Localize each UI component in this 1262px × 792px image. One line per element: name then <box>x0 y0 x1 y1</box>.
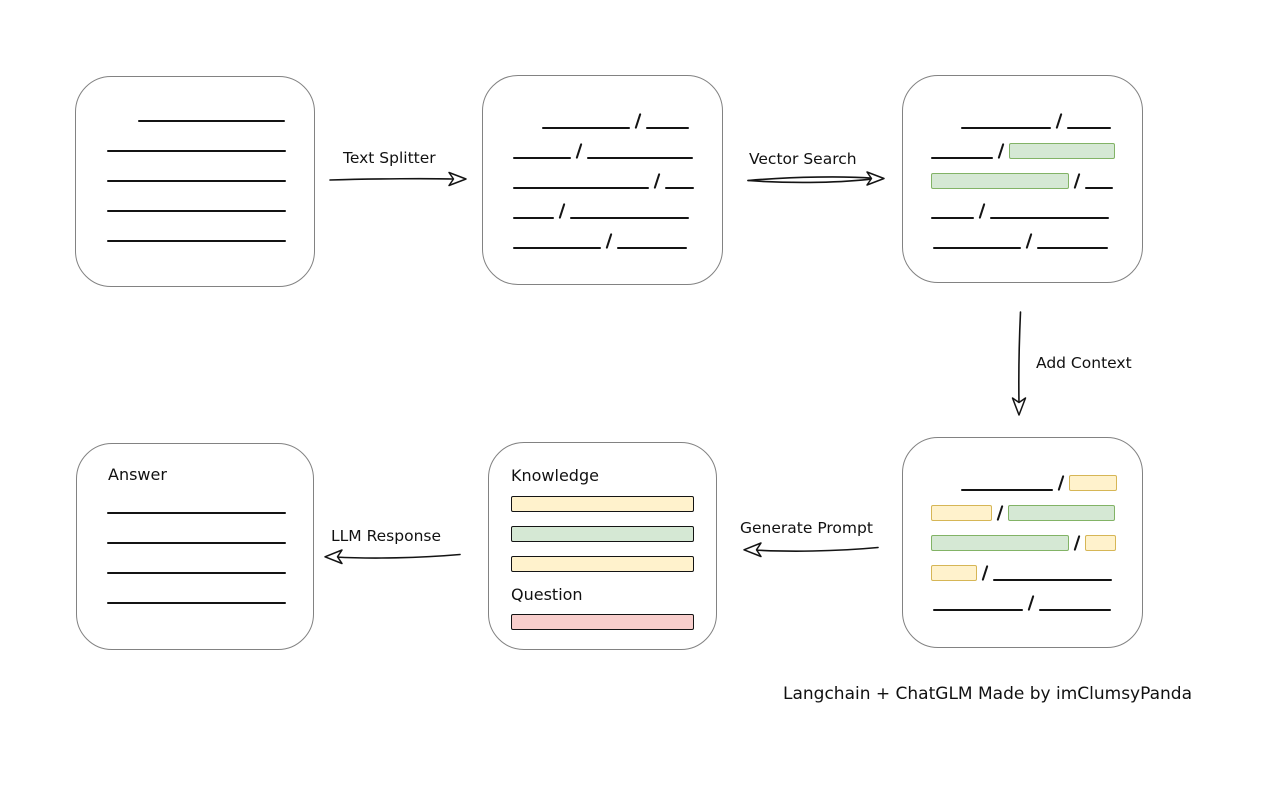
answer-content: Answer <box>77 444 313 604</box>
vector-search-arrow <box>747 171 885 186</box>
context-box <box>902 437 1143 648</box>
llm-response-arrow <box>324 549 461 565</box>
question-label: Question <box>511 585 583 604</box>
text-splitter-arrow <box>329 171 467 187</box>
answer-label: Answer <box>108 465 167 484</box>
text-splitter-label: Text Splitter <box>343 149 436 167</box>
vector-search-label: Vector Search <box>749 150 857 168</box>
knowledge-bars <box>511 496 716 572</box>
answer-box: Answer <box>76 443 314 650</box>
chunk-text-lines <box>483 76 722 249</box>
generate-prompt-arrow <box>743 542 879 558</box>
answer-text-lines <box>107 484 313 604</box>
generate-prompt-label: Generate Prompt <box>740 519 873 537</box>
question-bar <box>511 614 716 630</box>
credit-caption: Langchain + ChatGLM Made by imClumsyPand… <box>783 684 1192 704</box>
vector-search-results-box <box>902 75 1143 283</box>
add-context-arrow <box>1011 311 1027 416</box>
source-document-box <box>75 76 315 287</box>
document-text-lines <box>76 77 314 242</box>
prompt-box: Knowledge Question <box>488 442 717 650</box>
vector-result-lines <box>903 76 1142 249</box>
llm-response-label: LLM Response <box>331 527 442 545</box>
prompt-content: Knowledge Question <box>489 443 716 630</box>
add-context-label: Add Context <box>1036 354 1132 372</box>
context-lines <box>903 438 1142 611</box>
split-chunks-box <box>482 75 723 285</box>
knowledge-label: Knowledge <box>511 466 599 485</box>
